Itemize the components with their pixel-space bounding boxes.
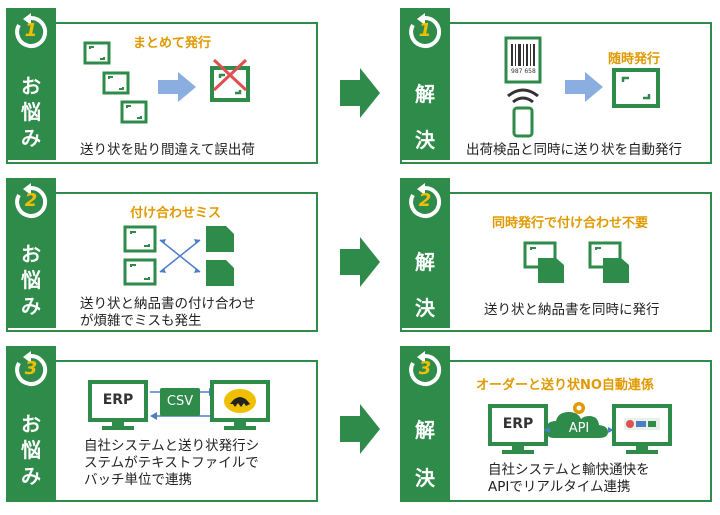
- barcode-scanner-icon: [504, 36, 542, 138]
- problem-desc-3-line2: ステムがテキストファイルで: [84, 455, 259, 471]
- right-arrow-icon: [565, 72, 603, 102]
- labels-stack-icon: [83, 41, 148, 124]
- problem-vertical-char: 悩: [21, 438, 41, 462]
- solution-desc-1: 出荷検品と同時に送り状を自動発行: [466, 142, 682, 158]
- solution-vertical-char: 解: [415, 418, 435, 442]
- big-arrow-icon: [340, 237, 380, 287]
- big-arrow-icon: [340, 404, 380, 454]
- solution-number-3: 3: [418, 358, 432, 379]
- problem-desc-3-line1: 自社システムと送り状発行シ: [84, 438, 260, 454]
- solution-vertical-char: 解: [415, 250, 435, 274]
- problem-desc-1: 送り状を貼り間違えて誤出荷: [80, 142, 255, 158]
- problem-number-1: 1: [24, 20, 38, 41]
- api-label: API: [568, 421, 590, 436]
- solution-tab-1: 1 解 決: [400, 8, 450, 160]
- problem-desc-2-line1: 送り状と納品書の付け合わせ: [80, 296, 256, 312]
- solution-desc-3-line1: 自社システムと輸快通快を: [488, 462, 650, 478]
- problem-vertical-char: 悩: [21, 100, 41, 124]
- carrier-system-monitor-icon: [612, 404, 672, 454]
- solution-number-1: 1: [418, 20, 432, 41]
- solution-desc-3-line2: APIでリアルタイム連携: [488, 479, 631, 495]
- csv-label: CSV: [166, 394, 194, 409]
- solution-title-3: オーダーと送り状NO自動連係: [476, 378, 654, 393]
- solution-title-1: 随時発行: [608, 52, 661, 67]
- cycle-arrow-icon: [15, 13, 48, 48]
- cycle-arrow-icon: [409, 13, 442, 48]
- right-arrow-icon: [158, 72, 196, 102]
- csv-box: [160, 388, 200, 416]
- paired-docs-icon: [523, 241, 629, 283]
- solution-title-2: 同時発行で付け合わせ不要: [492, 216, 649, 231]
- problem-tab-3: 3 お 悩 み: [6, 346, 56, 502]
- solution-vertical-char: 解: [415, 82, 435, 106]
- problem-number-2: 2: [24, 190, 38, 211]
- erp-monitor-icon: [488, 404, 548, 454]
- solution-tab-3: 3 解 決: [400, 346, 450, 502]
- problem-title-1: まとめて発行: [133, 36, 212, 51]
- problem-vertical-char: お: [21, 242, 41, 266]
- erp-label: ERP: [502, 416, 534, 432]
- cycle-arrow-icon: [15, 351, 48, 386]
- erp-monitor-icon: [88, 380, 148, 430]
- solution-desc-2: 送り状と納品書を同時に発行: [484, 302, 660, 318]
- problem-vertical-char: み: [21, 126, 41, 150]
- problem-vertical-char: お: [21, 74, 41, 98]
- api-cloud-icon: [544, 402, 614, 438]
- erp-label: ERP: [102, 392, 134, 408]
- mismatch-icon: [123, 225, 234, 286]
- solution-tab-2: 2 解 決: [400, 178, 450, 328]
- problem-title-2: 付け合わせミス: [130, 206, 222, 221]
- barcode-number: 987 658: [511, 68, 536, 75]
- solution-number-2: 2: [418, 190, 432, 211]
- big-arrow-icon: [340, 68, 380, 118]
- problem-vertical-char: み: [21, 294, 41, 318]
- cycle-arrow-icon: [409, 183, 442, 218]
- error-label-icon: [210, 58, 250, 102]
- carrier-monitor-icon: [210, 380, 270, 430]
- problem-number-3: 3: [24, 358, 38, 379]
- problem-tab-2: 2 お 悩 み: [6, 178, 56, 328]
- solution-vertical-char: 決: [415, 466, 435, 490]
- problem-vertical-char: 悩: [21, 268, 41, 292]
- cycle-arrow-icon: [409, 351, 442, 386]
- solution-vertical-char: 決: [415, 128, 435, 152]
- problem-vertical-char: み: [21, 464, 41, 488]
- problem-desc-3-line3: バッチ単位で連携: [84, 472, 192, 488]
- label-icon: [612, 68, 660, 108]
- problem-tab-1: 1 お 悩 み: [6, 8, 56, 160]
- problem-desc-2-line2: が煩雑でミスも発生: [80, 313, 202, 329]
- problem-vertical-char: お: [21, 412, 41, 436]
- solution-vertical-char: 決: [415, 296, 435, 320]
- cycle-arrow-icon: [15, 183, 48, 218]
